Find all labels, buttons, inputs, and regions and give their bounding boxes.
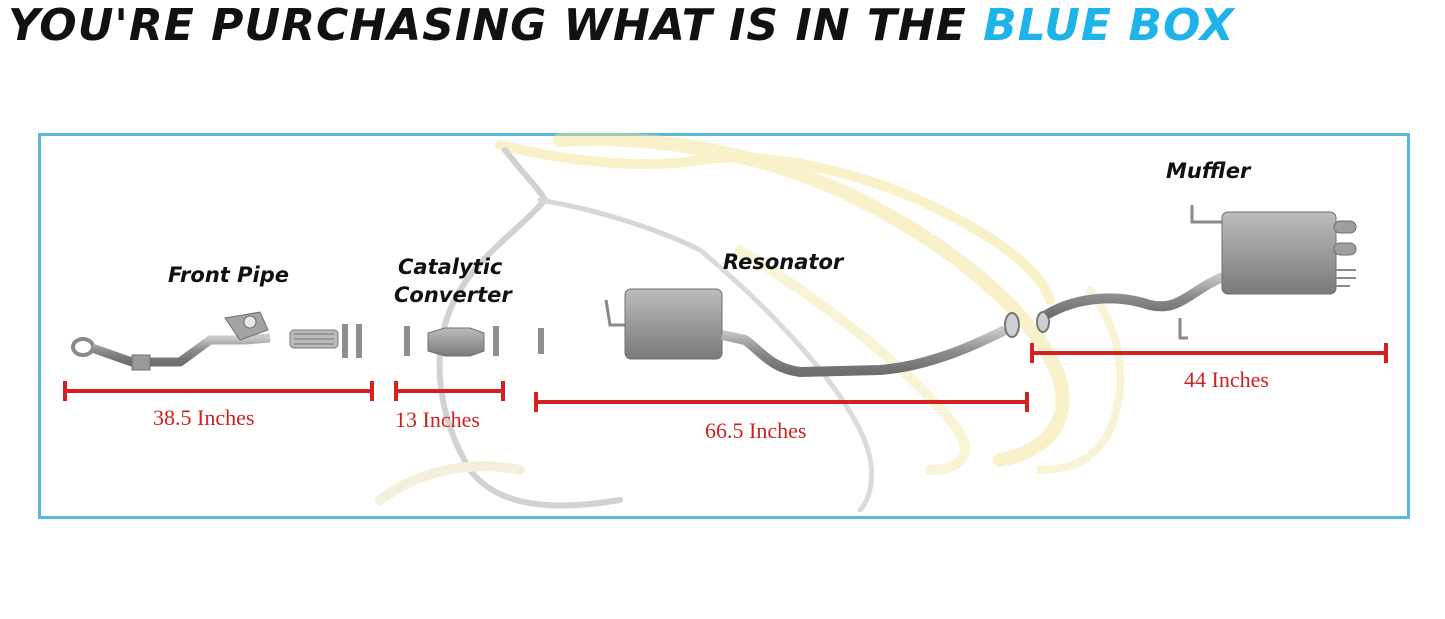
- muffler-bar: [1030, 343, 1388, 363]
- front-pipe-part: [71, 311, 362, 371]
- horse-watermark: [375, 132, 1125, 513]
- banner-title: YOU'RE PURCHASING WHAT IS IN THE BLUE BO…: [8, 0, 1438, 52]
- catalytic-converter-length: 13 Inches: [395, 407, 480, 432]
- resonator-bar: [534, 392, 1029, 412]
- blue-box-frame: [38, 133, 1410, 519]
- muffler-length: 44 Inches: [1184, 367, 1269, 392]
- front-pipe-bar: [63, 381, 374, 401]
- resonator-label: Resonator: [723, 250, 844, 274]
- catalytic-converter-bar: [394, 381, 505, 401]
- muffler-part: [1036, 205, 1357, 340]
- front-pipe-label: Front Pipe: [168, 263, 289, 287]
- catalytic-converter-part: [404, 326, 499, 357]
- catalytic-label-line1: Catalytic: [398, 255, 503, 279]
- front-pipe-length: 38.5 Inches: [153, 405, 255, 430]
- resonator-length: 66.5 Inches: [705, 418, 807, 443]
- banner-lead: YOU'RE PURCHASING WHAT IS IN THE: [8, 0, 984, 51]
- catalytic-label-line2: Converter: [394, 283, 512, 307]
- banner-highlight: BLUE BOX: [983, 0, 1235, 51]
- resonator-part: [538, 288, 1020, 377]
- measurement-bars: [63, 343, 1388, 412]
- muffler-label: Muffler: [1166, 159, 1251, 183]
